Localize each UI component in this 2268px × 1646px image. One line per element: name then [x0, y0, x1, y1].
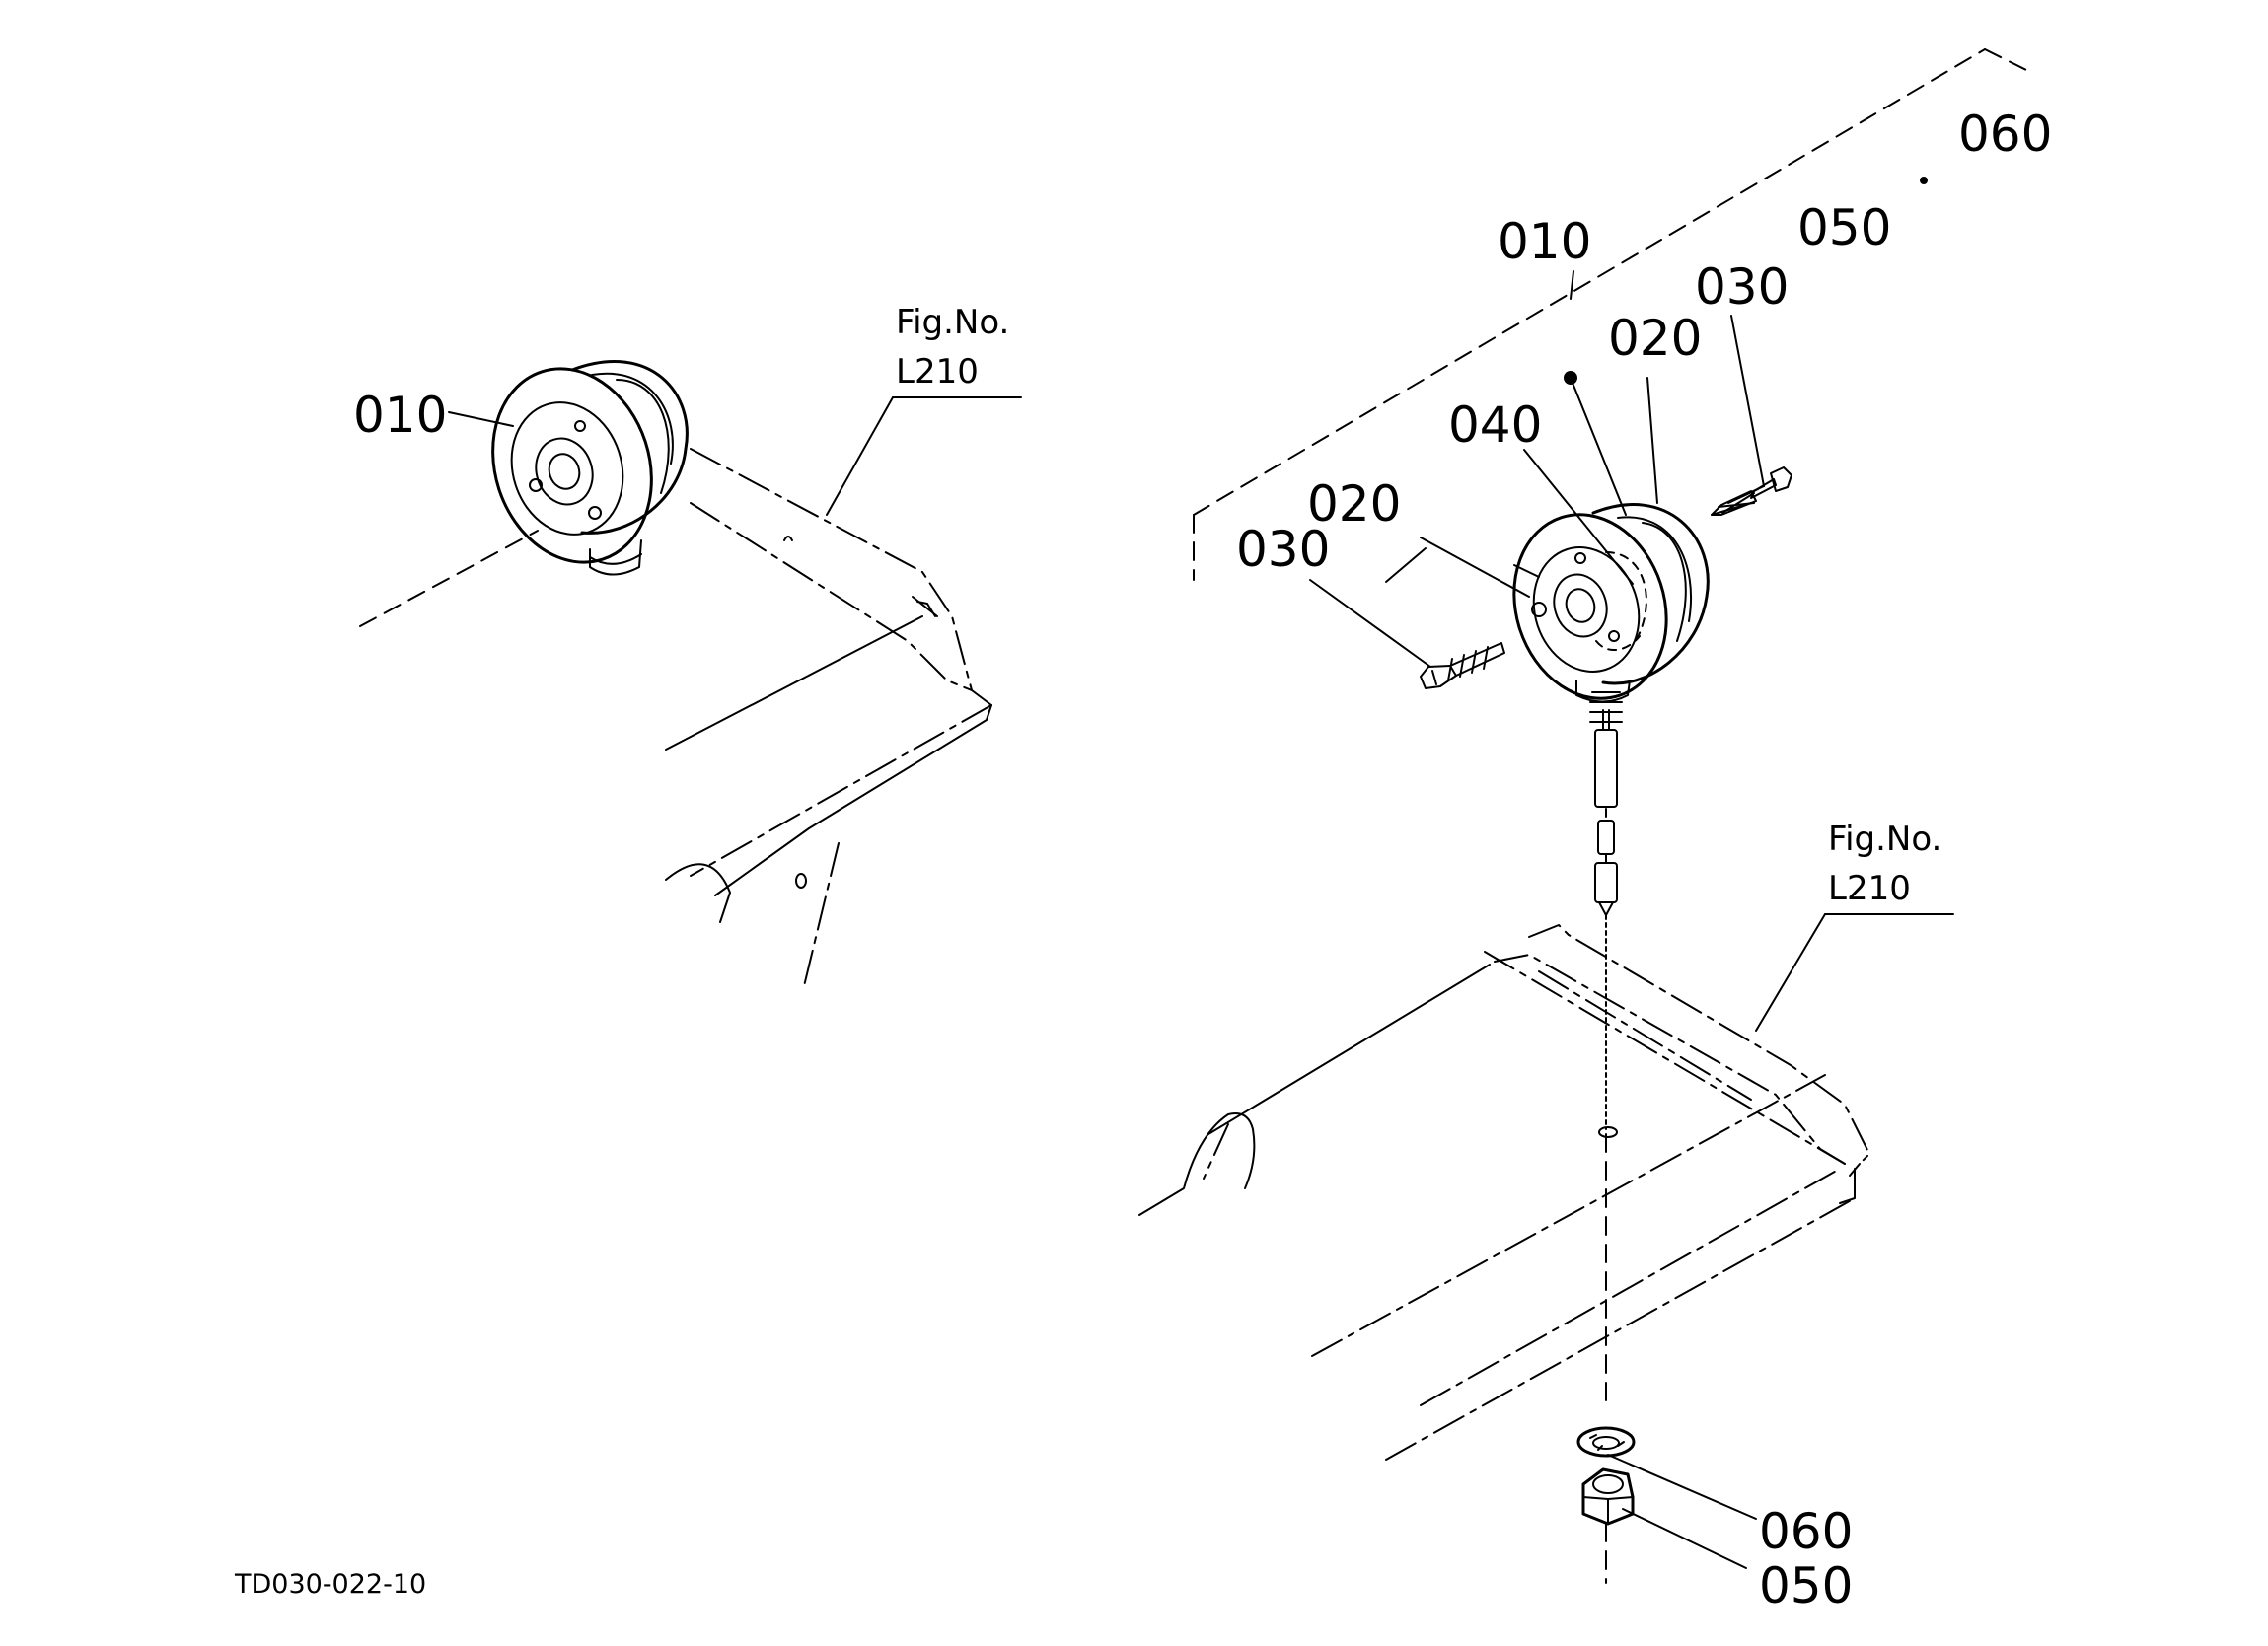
right-fig-ref-line2: L210 — [1828, 869, 1911, 908]
lock-washer-060 — [1576, 1426, 1636, 1458]
assembly-bracket — [1193, 48, 2035, 581]
leader-020-left-main — [1420, 537, 1530, 598]
dot-marker-060 — [1920, 177, 1928, 184]
label-030-right: 030 — [1695, 258, 1789, 316]
drawing-id: TD030-022-10 — [234, 1569, 426, 1600]
left-fig-ref-line2: L210 — [896, 352, 979, 392]
label-050-top: 050 — [1797, 199, 1891, 256]
label-050-bottom: 050 — [1759, 1557, 1853, 1614]
hex-nut-050 — [1581, 1467, 1635, 1526]
left-fender-outline — [665, 448, 992, 987]
label-030-left: 030 — [1236, 521, 1330, 578]
label-020-left: 020 — [1307, 475, 1401, 533]
label-040: 040 — [1448, 396, 1542, 454]
left-part-label-010: 010 — [353, 387, 447, 444]
screw-030-right — [1711, 466, 1792, 516]
leader-030-left-tick — [1385, 547, 1427, 583]
leader-020-left — [1513, 564, 1540, 578]
left-fig-ref-leader — [826, 396, 894, 516]
leader-040 — [1523, 449, 1634, 585]
right-fig-ref-line1: Fig.No. — [1828, 820, 1941, 859]
leader-010-assembly — [1570, 270, 1574, 300]
leader-030-right — [1730, 315, 1765, 487]
label-020-right: 020 — [1608, 310, 1702, 367]
right-fig-ref-leader — [1755, 913, 1826, 1032]
left-view: 010 Fig.No. L210 — [353, 303, 1022, 987]
leader-030-left — [1309, 579, 1431, 668]
label-010-assembly: 010 — [1498, 213, 1591, 270]
left-work-lamp — [491, 360, 689, 576]
leader-040-dot — [1570, 377, 1627, 516]
right-fender-outline — [1138, 924, 1870, 1461]
label-060-top: 060 — [1958, 106, 2052, 163]
right-work-lamp — [1512, 503, 1710, 703]
left-fig-ref-line1: Fig.No. — [896, 303, 1009, 342]
leader-060-bottom — [1607, 1454, 1757, 1520]
left-leader-010 — [448, 411, 514, 427]
screw-030-left — [1420, 642, 1505, 689]
label-060-bottom: 060 — [1759, 1503, 1853, 1560]
leader-020-right — [1646, 377, 1658, 504]
left-extension-line — [359, 530, 539, 627]
right-view: Fig.No. L210 060 050 010 030 020 040 020… — [1138, 48, 2052, 1614]
leader-050-bottom — [1622, 1508, 1747, 1569]
